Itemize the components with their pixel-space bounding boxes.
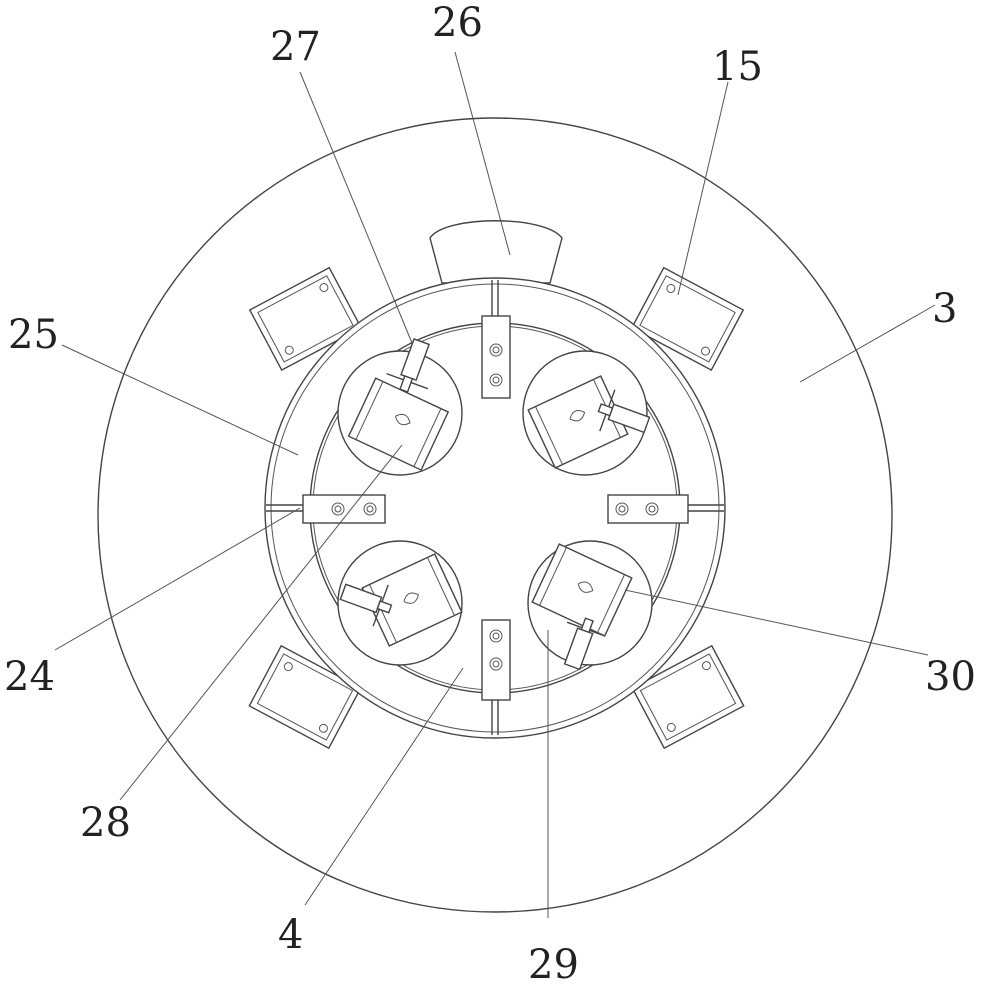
callout-28: 28 [80,800,131,846]
callout-3: 3 [932,286,957,332]
callout-15: 15 [712,44,763,90]
top-handle [430,221,562,283]
callout-25: 25 [8,312,59,358]
callout-27: 27 [270,24,321,70]
callout-26: 26 [432,0,483,46]
clamp-plate-right [608,495,688,523]
clamp-plate-bottom [482,620,510,700]
callout-4: 4 [278,912,303,958]
callout-30: 30 [925,654,976,700]
callout-24: 24 [4,654,55,700]
clamp-plate-top [482,316,510,398]
callout-29: 29 [528,942,579,986]
